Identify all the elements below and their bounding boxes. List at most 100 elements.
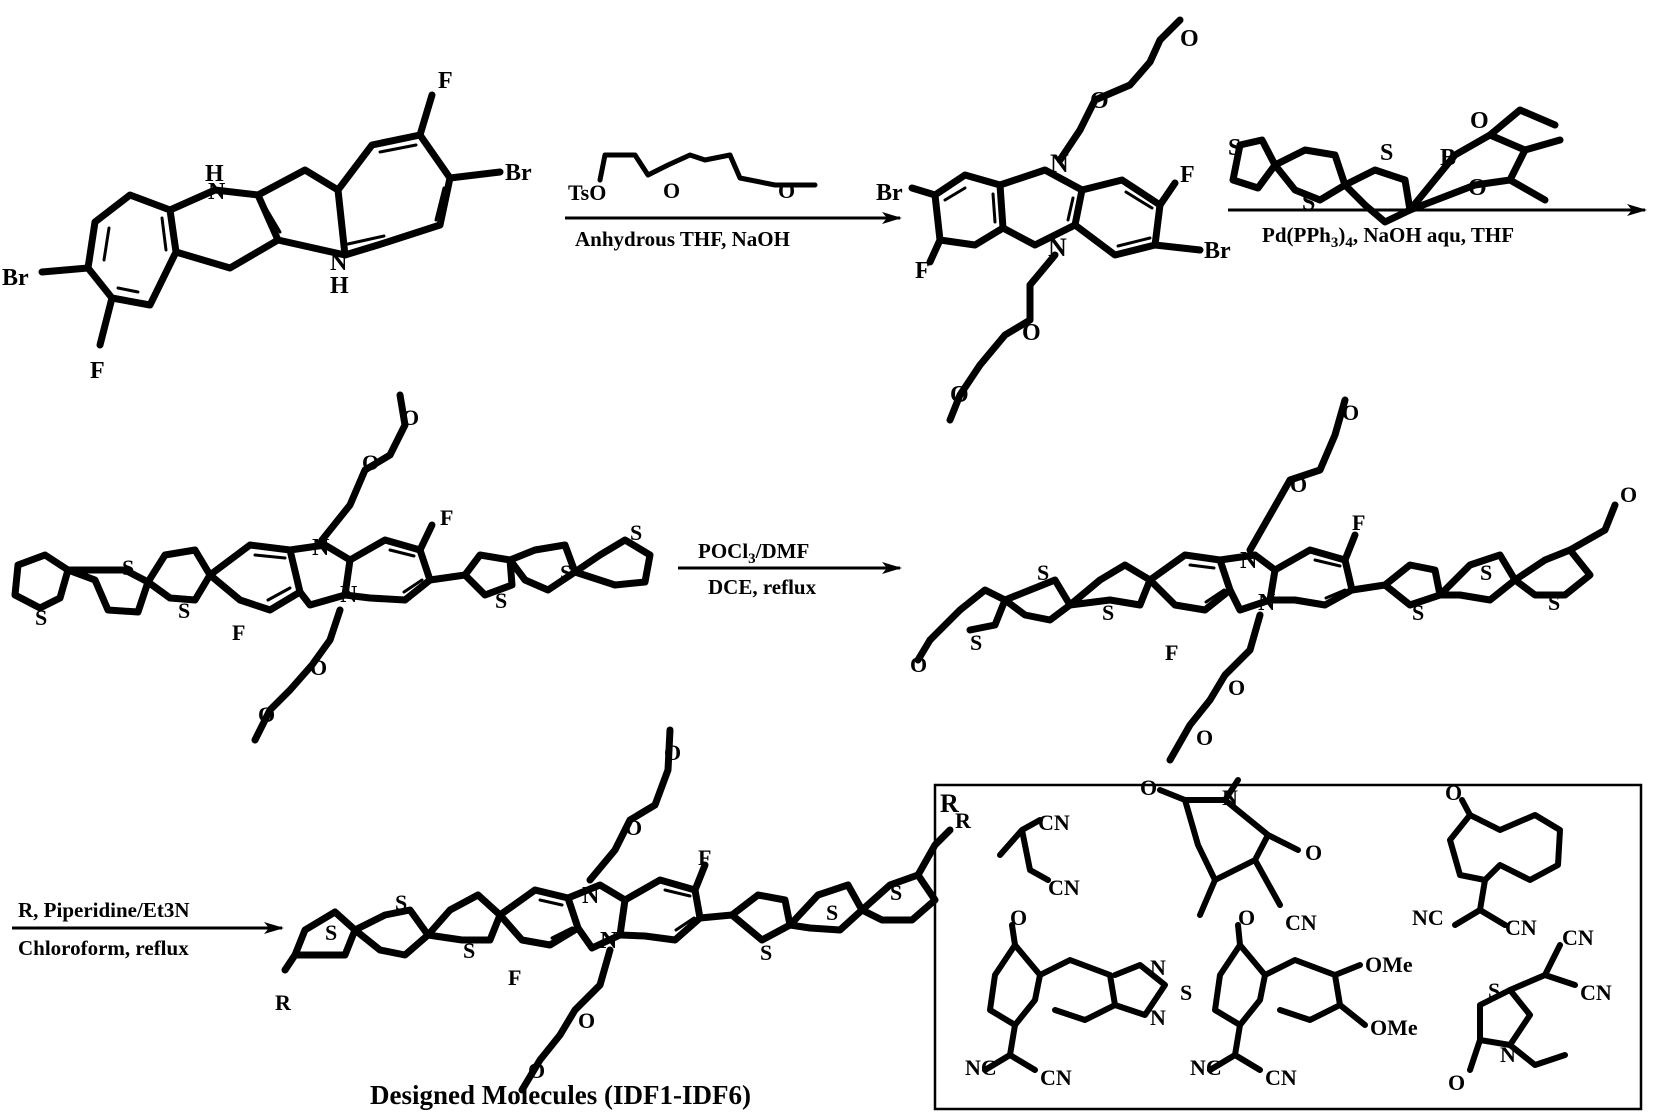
atom-F: F bbox=[1165, 640, 1178, 665]
atom-F: F bbox=[508, 965, 521, 990]
atom-S: S bbox=[826, 900, 838, 925]
atom-CN: CN bbox=[1265, 1065, 1297, 1090]
atom-O: O bbox=[528, 1058, 545, 1083]
atom-S: S bbox=[1037, 560, 1049, 585]
reaction-step-1: TsO O O Anhydrous THF, NaOH bbox=[565, 152, 902, 251]
atom-S: S bbox=[560, 560, 572, 585]
atom-O: O bbox=[1290, 472, 1307, 497]
atom-S: S bbox=[178, 598, 190, 623]
atom-S: S bbox=[395, 890, 407, 915]
atom-R: R bbox=[955, 808, 972, 833]
atom-F: F bbox=[915, 258, 930, 284]
atom-F: F bbox=[1352, 510, 1365, 535]
atom-F: F bbox=[90, 358, 105, 384]
condition-text: Pd(PPh3)4, NaOH aqu, THF bbox=[1262, 223, 1514, 251]
atom-CN: CN bbox=[1562, 925, 1594, 950]
atom-F: F bbox=[440, 505, 453, 530]
condition-text: R, Piperidine/Et3N bbox=[18, 898, 190, 922]
reagent-tso: TsO bbox=[568, 180, 606, 205]
atom-O: O bbox=[625, 815, 642, 840]
atom-NC: NC bbox=[965, 1055, 997, 1080]
atom-N: N bbox=[340, 582, 358, 608]
atom-O: O bbox=[1445, 780, 1462, 805]
atom-S: S bbox=[1480, 560, 1492, 585]
atom-O: O bbox=[1238, 905, 1255, 930]
molecule-starting-indoloindole: H N N H F Br Br F bbox=[2, 68, 532, 384]
molecule-designed-product: R S S S N N F F S S S R O O O O Designed… bbox=[275, 726, 972, 1110]
atom-O: O bbox=[362, 450, 379, 475]
atom-B: B bbox=[1440, 145, 1456, 171]
atom-N: N bbox=[600, 928, 618, 954]
atom-S: S bbox=[760, 940, 772, 965]
atom-O: O bbox=[1196, 725, 1213, 750]
atom-O: O bbox=[1140, 775, 1157, 800]
atom-S: S bbox=[1412, 600, 1424, 625]
atom-S: S bbox=[325, 920, 337, 945]
atom-S: S bbox=[1228, 135, 1241, 161]
atom-N: N bbox=[1222, 785, 1238, 810]
atom-F: F bbox=[698, 845, 711, 870]
atom-CN: CN bbox=[1505, 915, 1537, 940]
atom-Br: Br bbox=[1204, 238, 1231, 264]
atom-NC: NC bbox=[1190, 1055, 1222, 1080]
atom-CN: CN bbox=[1580, 980, 1612, 1005]
atom-O: O bbox=[663, 178, 680, 203]
molecule-alkylated-dibromide: N N O O O O F Br Br F bbox=[876, 16, 1231, 424]
atom-Br: Br bbox=[876, 180, 903, 206]
atom-O: O bbox=[1468, 175, 1487, 201]
r-group-box: R CN CN O N O CN O NC CN O N S N NC CN O… bbox=[933, 775, 1643, 1111]
atom-N: N bbox=[1050, 149, 1069, 178]
reaction-step-4: R, Piperidine/Et3N Chloroform, reflux bbox=[12, 898, 284, 960]
atom-O: O bbox=[950, 382, 969, 408]
atom-N: N bbox=[330, 250, 348, 276]
atom-S: S bbox=[1380, 140, 1393, 166]
atom-S: S bbox=[495, 588, 507, 613]
r-box-border bbox=[933, 783, 1643, 1111]
atom-R: R bbox=[275, 990, 292, 1015]
atom-S: S bbox=[1302, 190, 1315, 216]
atom-S: S bbox=[122, 555, 134, 580]
atom-N: N bbox=[1150, 1005, 1166, 1030]
atom-S: S bbox=[630, 520, 642, 545]
atom-O: O bbox=[402, 405, 419, 430]
atom-S: S bbox=[1488, 978, 1500, 1003]
atom-S: S bbox=[35, 605, 47, 630]
atom-CN: CN bbox=[1285, 910, 1317, 935]
atom-S: S bbox=[1548, 590, 1560, 615]
atom-S: S bbox=[1102, 600, 1114, 625]
atom-NC: NC bbox=[1412, 905, 1444, 930]
atom-O: O bbox=[578, 1008, 595, 1033]
atom-O: O bbox=[1448, 1070, 1465, 1095]
atom-N: N bbox=[1258, 590, 1276, 616]
atom-O: O bbox=[1342, 400, 1359, 425]
atom-OMe: OMe bbox=[1365, 952, 1413, 977]
molecule-dialdehyde: O S S S N N F F S S S O O O O O bbox=[910, 396, 1637, 764]
atom-O: O bbox=[1470, 108, 1489, 134]
product-title: Designed Molecules (IDF1-IDF6) bbox=[370, 1080, 751, 1110]
atom-O: O bbox=[258, 702, 275, 727]
reaction-step-3: POCl3/DMF DCE, reflux bbox=[678, 539, 902, 599]
atom-H: H bbox=[205, 161, 224, 187]
atom-S: S bbox=[890, 880, 902, 905]
condition-text: Chloroform, reflux bbox=[18, 936, 189, 960]
condition-text: POCl3/DMF bbox=[698, 539, 809, 567]
atom-CN: CN bbox=[1038, 810, 1070, 835]
atom-S: S bbox=[1180, 980, 1192, 1005]
atom-O: O bbox=[310, 655, 327, 680]
atom-O: O bbox=[1620, 482, 1637, 507]
atom-N: N bbox=[312, 535, 330, 561]
atom-O: O bbox=[778, 178, 795, 203]
atom-O: O bbox=[1228, 675, 1245, 700]
molecule-thiophene-extended: S S S N N F F S S S O O O O bbox=[11, 391, 654, 744]
r-box-label: R bbox=[940, 789, 959, 818]
atom-Br: Br bbox=[2, 265, 29, 291]
atom-N: N bbox=[582, 883, 600, 909]
atom-O: O bbox=[910, 652, 927, 677]
atom-O: O bbox=[1022, 320, 1041, 346]
atom-N: N bbox=[1048, 233, 1067, 262]
condition-text: DCE, reflux bbox=[708, 575, 817, 599]
atom-N: N bbox=[1500, 1042, 1516, 1067]
condition-text: Anhydrous THF, NaOH bbox=[575, 227, 790, 251]
atom-Br: Br bbox=[505, 160, 532, 186]
